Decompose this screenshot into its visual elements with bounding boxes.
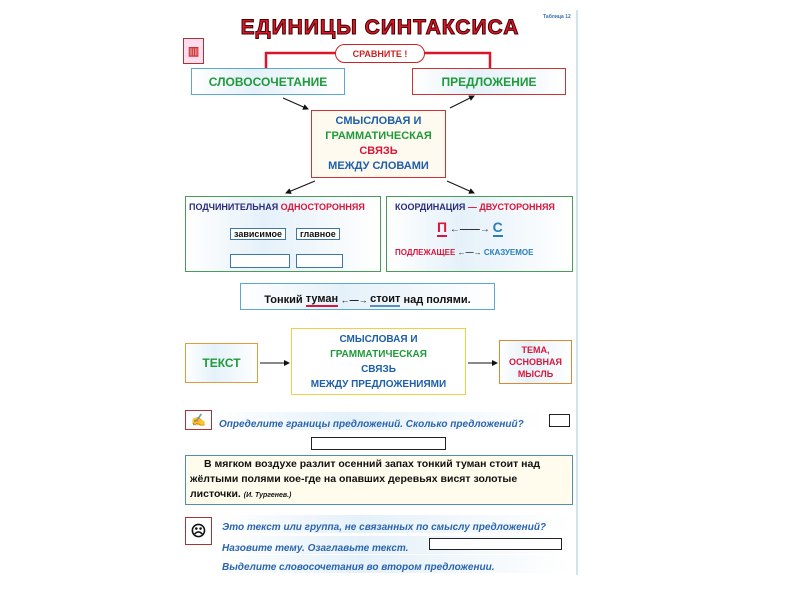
center-line4: МЕЖДУ СЛОВАМИ <box>328 160 429 172</box>
word-link-box: СМЫСЛОВАЯ И ГРАММАТИЧЕСКАЯ СВЯЗЬ МЕЖДУ С… <box>311 110 446 178</box>
predicate-letter: С <box>492 219 503 237</box>
center-line1: СМЫСЛОВАЯ И <box>335 115 422 127</box>
two-sided-label: ДВУСТОРОННЯЯ <box>479 202 555 212</box>
example-sentence-box: Тонкий туман ←—→ стоит над полями. <box>240 283 495 310</box>
task-row: Определите границы предложений. Сколько … <box>215 412 545 430</box>
center-line3: СВЯЗЬ <box>359 145 398 157</box>
sentence-box: ПРЕДЛОЖЕНИЕ <box>412 68 566 95</box>
page-title: ЕДИНИЦЫ СИНТАКСИСА <box>240 16 520 40</box>
theme-line2: ОСНОВНАЯ <box>509 357 562 367</box>
dash: — <box>467 202 477 212</box>
coordination-label: КООРДИНАЦИЯ <box>395 202 466 212</box>
book-icon: ▥ <box>183 38 204 64</box>
sentence-link-box: СМЫСЛОВАЯ И ГРАММАТИЧЕСКАЯ СВЯЗЬ МЕЖДУ П… <box>291 328 466 395</box>
answer-input[interactable] <box>311 437 446 450</box>
predicate-label: СКАЗУЕМОЕ <box>483 248 534 257</box>
main-word: главное <box>296 228 340 240</box>
one-sided-label: ОДНОСТОРОННЯЯ <box>280 202 365 212</box>
sentence-count-input[interactable] <box>549 414 570 427</box>
middle-line1: СМЫСЛОВАЯ И <box>339 333 418 345</box>
edge-line <box>576 10 578 575</box>
table-number: Таблица 12 <box>543 14 571 20</box>
subject-label: ПОДЛЕЖАЩЕЕ <box>395 248 456 257</box>
passage-text: В мягком воздухе разлит осенний запах то… <box>190 458 541 500</box>
subject-letter: П <box>437 219 448 237</box>
theme-line3: МЫСЛЬ <box>517 369 554 379</box>
example-word: над полями. <box>403 293 471 306</box>
passage-author: (И. Тургенев.) <box>243 492 292 499</box>
phrase-box: СЛОВОСОЧЕТАНИЕ <box>191 68 345 95</box>
question-text-or-group: Это текст или группа, не связанных по см… <box>222 522 547 533</box>
theme-line1: ТЕМА, <box>521 345 550 355</box>
example-predicate: стоит <box>370 292 401 307</box>
subordinate-label: ПОДЧИНИТЕЛЬНАЯ <box>189 202 279 212</box>
compare-badge: СРАВНИТЕ ! <box>335 44 425 63</box>
question-phrases: Выделите словосочетания во втором предло… <box>222 562 495 573</box>
title-input[interactable] <box>429 538 562 550</box>
example-word: Тонкий <box>264 293 303 306</box>
example-subject: туман <box>305 292 339 307</box>
theme-box: ТЕМА, ОСНОВНАЯ МЫСЛЬ <box>499 340 572 384</box>
task-boundaries: Определите границы предложений. Сколько … <box>219 419 524 430</box>
smiley-icon: ☹ <box>185 517 212 545</box>
center-line2: ГРАММАТИЧЕСКАЯ <box>325 130 432 142</box>
coordination-box: КООРДИНАЦИЯ — ДВУСТОРОННЯЯ П ←——→ С ПОДЛ… <box>386 196 573 272</box>
text-box: ТЕКСТ <box>185 343 258 383</box>
passage-box: В мягком воздухе разлит осенний запах то… <box>185 455 573 505</box>
middle-line3: СВЯЗЬ <box>361 363 396 375</box>
question-row-3: Выделите словосочетания во втором предло… <box>218 555 573 573</box>
question-title: Назовите тему. Озаглавьте текст. <box>222 543 409 554</box>
blank-box-1[interactable] <box>230 254 290 268</box>
dependent-word: зависимое <box>230 228 287 240</box>
middle-line4: МЕЖДУ ПРЕДЛОЖЕНИЯМИ <box>310 378 447 390</box>
pencil-icon: ✍ <box>185 410 212 430</box>
subordinate-box: ПОДЧИНИТЕЛЬНАЯ ОДНОСТОРОННЯЯ зависимое г… <box>185 196 381 272</box>
middle-line2: ГРАММАТИЧЕСКАЯ <box>330 348 427 360</box>
blank-box-2[interactable] <box>296 254 343 268</box>
question-row-1: Это текст или группа, не связанных по см… <box>218 515 573 533</box>
